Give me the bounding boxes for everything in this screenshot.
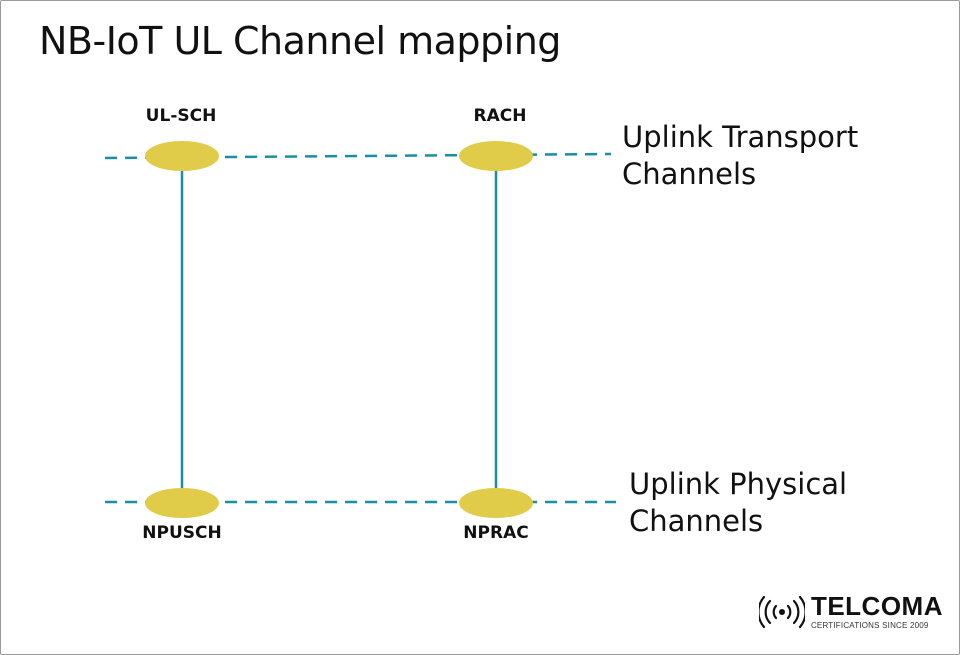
transport-layer-label-line1: Uplink Transport [622,120,859,154]
radio-waves-icon [758,595,805,628]
node-ul-sch [145,141,219,171]
node-label-ul-sch: UL-SCH [145,106,217,126]
physical-layer-label: Uplink Physical Channels [629,466,847,540]
node-npusch [145,488,219,518]
node-label-rach: RACH [473,106,527,126]
page-title: NB-IoT UL Channel mapping [39,19,561,63]
logo-name: TELCOMA [810,591,943,621]
node-rach [459,141,533,171]
node-label-npusch: NPUSCH [142,523,222,543]
transport-layer-label: Uplink Transport Channels [622,119,858,193]
node-nprac [459,488,533,518]
physical-layer-label-line2: Channels [629,504,764,538]
logo-text: TELCOMA CERTIFICATIONS SINCE 2009 [811,593,943,630]
telcoma-logo: TELCOMA CERTIFICATIONS SINCE 2009 [758,593,943,630]
logo-tagline: CERTIFICATIONS SINCE 2009 [810,621,929,630]
physical-layer-label-line1: Uplink Physical [629,467,848,501]
node-label-nprac: NPRAC [463,523,529,543]
transport-layer-label-line2: Channels [622,157,757,191]
